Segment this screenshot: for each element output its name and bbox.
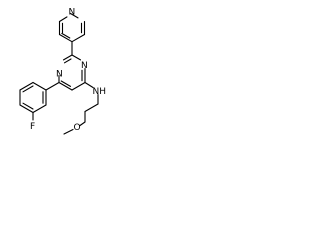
bond (60, 80, 72, 87)
bond (69, 12, 79, 19)
atom-label-pyrimidine-n1: N (81, 61, 88, 71)
bond (71, 33, 86, 43)
bond (84, 81, 94, 89)
bond (58, 81, 73, 91)
bond (84, 103, 99, 113)
bond (63, 58, 72, 64)
bond (71, 54, 82, 61)
bond (19, 104, 34, 114)
atom-label-pyridine-n: N (69, 8, 76, 18)
pyrimidine-ring (58, 54, 86, 91)
pyridine-ring (58, 12, 86, 43)
bond (32, 104, 47, 114)
bond (45, 81, 60, 91)
chemical-structure: N N N NH F O (19, 8, 107, 135)
fluorophenyl-ring (19, 81, 47, 114)
bond (79, 121, 86, 127)
bond (62, 54, 73, 61)
bond (61, 32, 71, 39)
atom-label-pyrimidine-n3: N (56, 70, 63, 80)
bond (58, 16, 68, 23)
bond (19, 81, 34, 91)
bond (32, 81, 47, 91)
bond (71, 81, 86, 91)
bond (58, 33, 73, 43)
atom-label-fluorine: F (30, 122, 35, 132)
bond (63, 128, 74, 135)
atom-label-methoxy-o: O (74, 123, 81, 133)
bond (22, 102, 34, 110)
bond (22, 85, 34, 93)
methoxyethyl-chain (63, 93, 99, 135)
atom-label-amine-nh: NH (93, 87, 107, 97)
